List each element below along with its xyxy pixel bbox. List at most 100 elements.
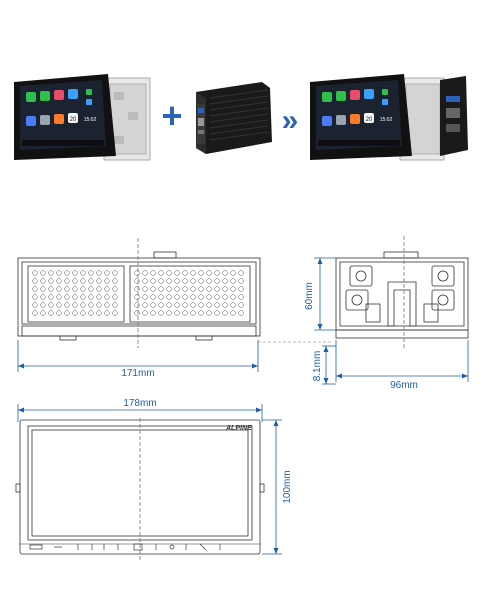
dimension-width-171	[17, 340, 259, 372]
vent-holes-pattern	[32, 270, 244, 316]
vent-hole	[174, 294, 180, 300]
vent-hole	[134, 270, 140, 276]
head-unit-left: 20 15:02	[14, 74, 151, 161]
vent-hole	[198, 278, 204, 284]
vent-hole	[134, 310, 140, 316]
vent-hole	[48, 270, 54, 276]
vent-hole	[112, 294, 118, 300]
vent-hole	[104, 310, 110, 316]
vent-hole	[158, 294, 164, 300]
vent-hole	[174, 270, 180, 276]
vent-hole	[174, 286, 180, 292]
side-view-drawing	[335, 236, 469, 348]
vent-hole	[96, 302, 102, 308]
vent-hole	[166, 278, 172, 284]
vent-hole	[166, 310, 172, 316]
vent-hole	[72, 278, 78, 284]
vent-hole	[182, 310, 188, 316]
music-app-icon	[54, 90, 64, 100]
vent-hole	[238, 278, 244, 284]
vent-hole	[222, 270, 228, 276]
vent-hole	[166, 302, 172, 308]
vent-hole	[72, 310, 78, 316]
dimension-panel-height-100	[262, 419, 282, 555]
vent-hole	[88, 270, 94, 276]
vent-hole	[142, 294, 148, 300]
vent-hole	[80, 270, 86, 276]
vent-hole	[56, 270, 62, 276]
vent-hole	[150, 294, 156, 300]
settings-app-icon	[40, 115, 50, 125]
vent-hole	[230, 278, 236, 284]
vent-hole	[88, 294, 94, 300]
vent-hole	[206, 278, 212, 284]
vent-hole	[174, 310, 180, 316]
vent-hole	[32, 310, 38, 316]
phone-app-icon	[322, 92, 332, 102]
vent-hole	[72, 294, 78, 300]
vent-hole	[134, 294, 140, 300]
vent-hole	[230, 294, 236, 300]
vent-hole	[166, 294, 172, 300]
brand-logo: ALPINE	[225, 425, 252, 432]
vent-hole	[142, 278, 148, 284]
vent-hole	[198, 294, 204, 300]
front-panel-drawing	[15, 418, 265, 560]
depth-96-label: 96mm	[390, 380, 418, 391]
head-unit-right: 20 15:02	[310, 74, 468, 161]
vent-hole	[166, 286, 172, 292]
vent-hole	[80, 310, 86, 316]
maps-app-icon	[68, 89, 78, 99]
vent-hole	[142, 286, 148, 292]
vent-hole	[150, 310, 156, 316]
vent-hole	[88, 286, 94, 292]
vent-hole	[150, 270, 156, 276]
vent-hole	[72, 270, 78, 276]
vent-hole	[182, 294, 188, 300]
vent-hole	[134, 302, 140, 308]
clock-time: 15:02	[84, 117, 97, 123]
front-panel-dimension-178	[17, 404, 263, 422]
vent-hole	[230, 286, 236, 292]
vent-hole	[104, 286, 110, 292]
audiobook-app-icon	[54, 114, 64, 124]
vent-hole	[190, 286, 196, 292]
clock-time: 15:02	[380, 117, 393, 123]
podcast-app-icon	[26, 116, 36, 126]
vent-hole	[190, 270, 196, 276]
vent-hole	[238, 302, 244, 308]
vent-hole	[32, 286, 38, 292]
vent-hole	[206, 286, 212, 292]
vent-hole	[214, 286, 220, 292]
vent-hole	[190, 294, 196, 300]
vent-hole	[238, 286, 244, 292]
nav-button	[199, 543, 207, 551]
vent-hole	[56, 294, 62, 300]
vent-hole	[198, 310, 204, 316]
arrow-symbol: »	[282, 104, 299, 137]
vent-hole	[158, 270, 164, 276]
vent-hole	[96, 270, 102, 276]
phone-button	[169, 544, 175, 550]
vent-hole	[56, 302, 62, 308]
vent-hole	[56, 278, 62, 284]
calendar-day: 20	[366, 117, 373, 123]
plus-symbol: +	[161, 95, 182, 136]
vent-hole	[238, 294, 244, 300]
vent-hole	[64, 286, 70, 292]
vent-hole	[112, 302, 118, 308]
vent-hole	[96, 294, 102, 300]
vent-hole	[48, 294, 54, 300]
vent-hole	[174, 278, 180, 284]
front-panel-buttons	[29, 543, 221, 551]
vent-hole	[214, 278, 220, 284]
vent-hole	[64, 270, 70, 276]
vent-hole	[182, 302, 188, 308]
vent-hole	[230, 310, 236, 316]
vent-hole	[222, 294, 228, 300]
vent-hole	[32, 294, 38, 300]
vent-hole	[104, 302, 110, 308]
vent-hole	[134, 278, 140, 284]
vent-hole	[88, 278, 94, 284]
